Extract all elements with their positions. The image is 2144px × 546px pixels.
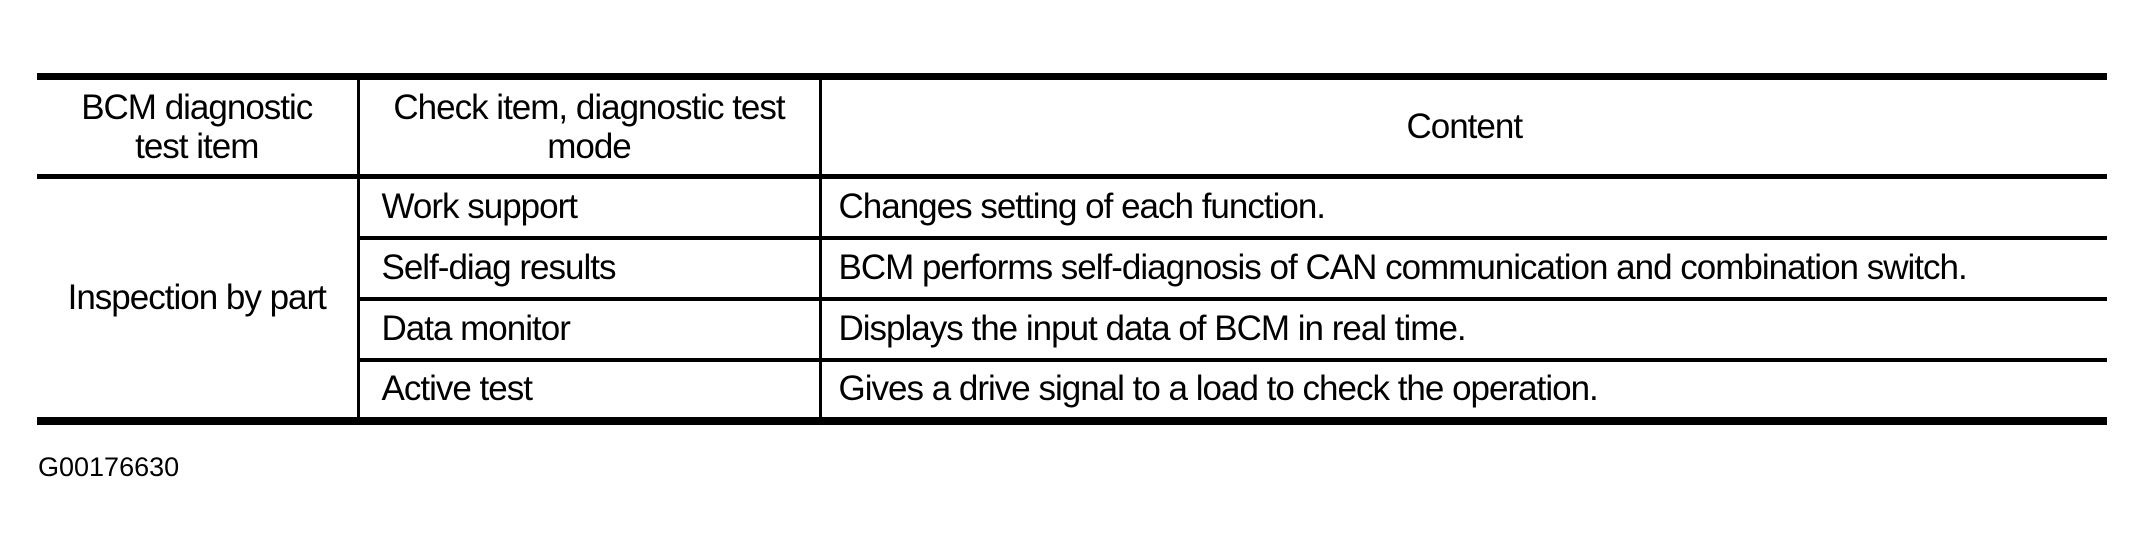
- content-cell-work-support: Changes setting of each function.: [818, 174, 2107, 238]
- bcm-diagnostic-table: BCM diagnostic test item Check item, dia…: [37, 73, 2107, 425]
- table-row-work-support: Inspection by part Work support Changes …: [37, 174, 2107, 421]
- header-content: Content: [818, 76, 2107, 179]
- header-line: BCM diagnostic: [81, 87, 313, 127]
- content-cell-self-diag-results: BCM performs self-diagnosis of CAN commu…: [818, 235, 2107, 299]
- mode-cell-self-diag-results: Self-diag results: [356, 235, 820, 299]
- table-row-data-monitor: Data monitor Displays the input data of …: [37, 296, 2107, 360]
- mode-cell-data-monitor: Data monitor: [356, 296, 820, 360]
- header-line: test item: [135, 127, 259, 166]
- content-cell-active-test: Gives a drive signal to a load to check …: [818, 357, 2107, 421]
- mode-cell-active-test: Active test: [356, 357, 820, 421]
- header-row: BCM diagnostic test item Check item, dia…: [37, 76, 2107, 179]
- header-line: mode: [547, 127, 632, 166]
- mode-cell-work-support: Work support: [356, 174, 820, 238]
- header-bcm-diagnostic-test-item: BCM diagnostic test item: [37, 76, 358, 179]
- table-row-self-diag-results: Self-diag results BCM performs self-diag…: [37, 235, 2107, 299]
- figure-id-label: G00176630: [38, 452, 180, 482]
- table-row-active-test: Active test Gives a drive signal to a lo…: [37, 357, 2107, 421]
- cell-inspection-by-part: Inspection by part: [37, 174, 360, 421]
- header-check-item-diagnostic-test-mode: Check item, diagnostic test mode: [356, 76, 820, 179]
- header-line: Content: [1406, 107, 1523, 147]
- content-cell-data-monitor: Displays the input data of BCM in real t…: [818, 296, 2107, 360]
- header-line: Check item, diagnostic test: [393, 87, 785, 127]
